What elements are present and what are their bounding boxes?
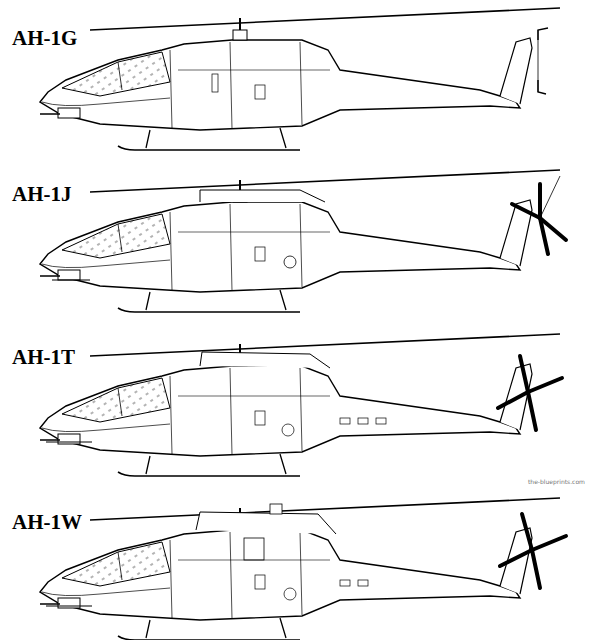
- model-label: AH-1T: [12, 345, 75, 370]
- ah-1j-drawing: [40, 170, 566, 312]
- watermark: the-blueprints.com: [528, 478, 585, 485]
- model-label: AH-1J: [12, 182, 72, 207]
- ah-1g-drawing: [40, 8, 560, 150]
- model-label: AH-1W: [12, 510, 82, 535]
- ah-1w-drawing: [40, 498, 566, 640]
- ah-1t-drawing: [40, 334, 562, 476]
- model-label: AH-1G: [12, 26, 77, 51]
